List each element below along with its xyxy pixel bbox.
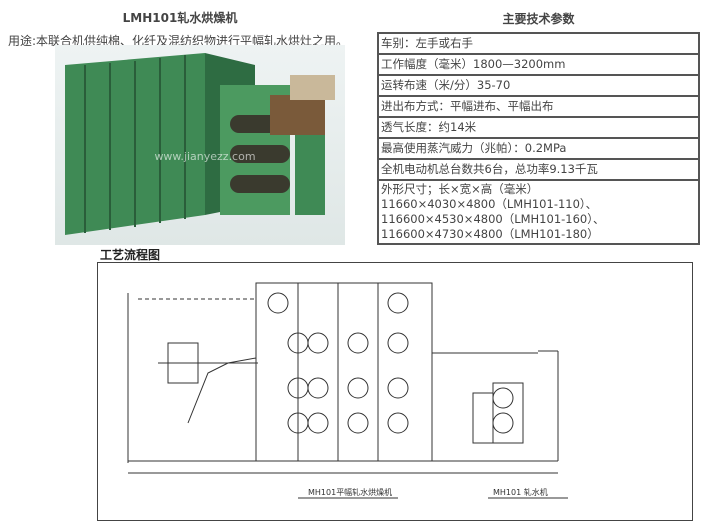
product-description: 用途:本联合机供纯棉、化纤及混纺织物进行平幅轧水烘灶之用。	[8, 34, 349, 48]
specs-table: 车别：左手或右手 工作幅度（毫米）1800—3200mm 运转布速（米/分）35…	[377, 32, 700, 245]
flow-label: MH101 轧水机	[493, 487, 548, 497]
spec-row: 全机电动机总台数共6台，总功率9.13千瓦	[377, 158, 700, 181]
flow-title: 工艺流程图	[100, 248, 161, 262]
roller-icon	[347, 377, 369, 399]
spec-row-dimensions: 外形尺寸；长×宽×高（毫米） 11660×4030×4800（LMH101-11…	[377, 179, 700, 245]
roller-icon	[387, 332, 409, 354]
process-flow-diagram: MH101平幅轧水烘燥机 MH101 轧水机	[97, 262, 693, 521]
dimension-line: 116600×4530×4800（LMH101-160）、	[381, 212, 605, 226]
spec-row: 车别：左手或右手	[377, 32, 700, 55]
roller-icon	[347, 332, 369, 354]
roller-icon	[387, 377, 409, 399]
roller-icon	[347, 412, 369, 434]
roller-icon	[307, 412, 329, 434]
roller-icon	[267, 292, 289, 314]
roller-icon	[387, 412, 409, 434]
roller-icon	[307, 332, 329, 354]
product-title: LMH101轧水烘燥机	[122, 11, 238, 25]
spec-row: 工作幅度（毫米）1800—3200mm	[377, 53, 700, 76]
roller-icon	[492, 387, 514, 409]
dimension-line: 外形尺寸；长×宽×高（毫米）	[381, 182, 539, 196]
machine-photo: www.jianyezz.com	[55, 45, 345, 245]
specs-title: 主要技术参数	[502, 12, 575, 26]
roller-icon	[387, 292, 409, 314]
watermark: www.jianyezz.com	[154, 150, 255, 163]
roller-icon	[492, 412, 514, 434]
spec-row: 最高使用蒸汽威力（兆帕）：0.2MPa	[377, 137, 700, 160]
spec-row: 运转布速（米/分）35-70	[377, 74, 700, 97]
spec-row: 透气长度：约14米	[377, 116, 700, 139]
spec-row: 进出布方式：平幅进布、平幅出布	[377, 95, 700, 118]
dimension-line: 116600×4730×4800（LMH101-180）	[381, 227, 599, 241]
dimension-line: 11660×4030×4800（LMH101-110）、	[381, 197, 598, 211]
roller-icon	[307, 377, 329, 399]
flow-label: MH101平幅轧水烘燥机	[308, 487, 392, 497]
